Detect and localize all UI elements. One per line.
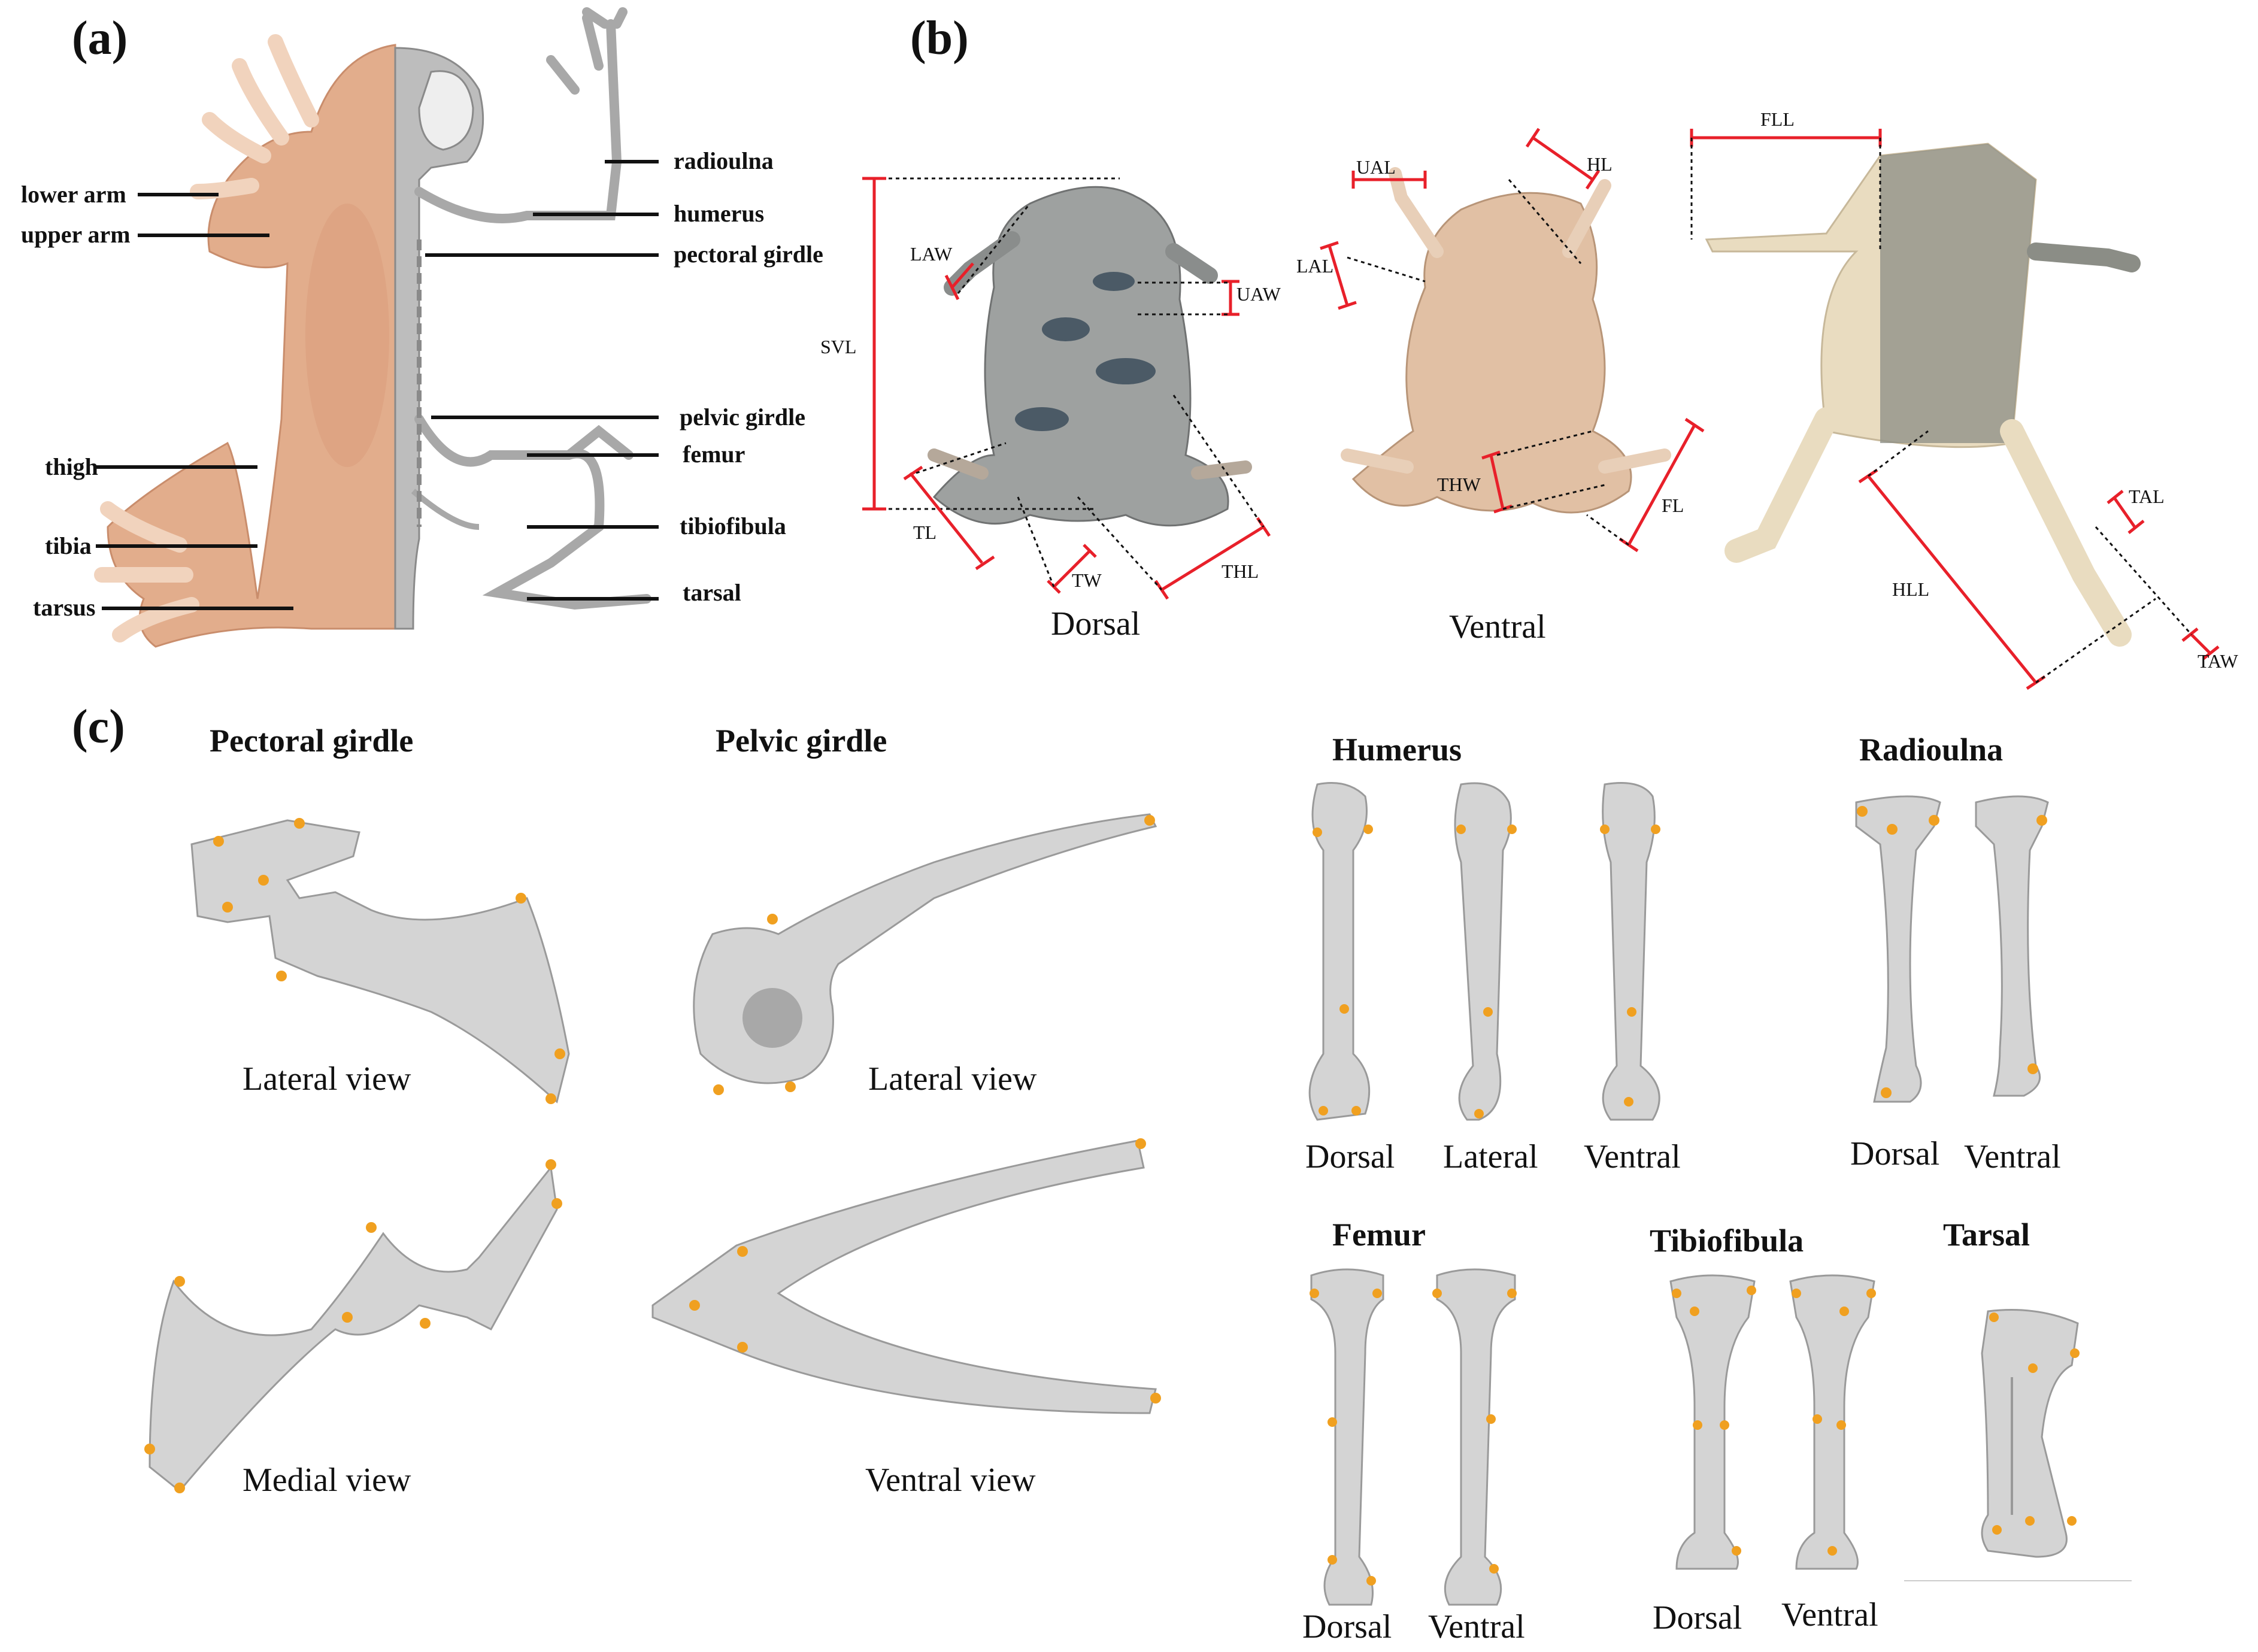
- label-tl: TL: [913, 522, 936, 543]
- label-fll: FLL: [1760, 108, 1795, 130]
- panel-label-a: (a): [72, 12, 128, 65]
- frog-ventral-photo: [1341, 167, 1671, 514]
- radioulna-ventral-caption: Ventral: [1964, 1138, 2061, 1175]
- femur-dorsal-caption: Dorsal: [1302, 1608, 1392, 1645]
- label-thigh: thigh: [45, 453, 98, 480]
- panel-a-left-labels: lower arm upper arm thigh tibia tarsus: [21, 181, 293, 621]
- label-uaw: UAW: [1236, 283, 1281, 305]
- label-ual: UAL: [1356, 156, 1396, 178]
- panel-label-b: (b): [910, 12, 969, 65]
- label-law: LAW: [910, 243, 953, 265]
- ventral-measurements: UAL HL LAL THW FL: [1296, 128, 1705, 553]
- pectoral-girdle-medial: [144, 1159, 562, 1493]
- label-thl: THL: [1222, 560, 1259, 582]
- frog-dorsal-photo: [928, 186, 1252, 527]
- tibiofibula-bones: [1669, 1274, 1876, 1570]
- femur-bones: [1310, 1268, 1517, 1606]
- label-pelvic-girdle: pelvic girdle: [680, 404, 805, 431]
- label-lal: LAL: [1296, 255, 1333, 277]
- limb-measurements: FLL TAL HLL TAW: [1690, 108, 2239, 690]
- label-tal: TAL: [2129, 486, 2165, 507]
- tibiofibula-ventral-caption: Ventral: [1781, 1596, 1878, 1633]
- femur-ventral-caption: Ventral: [1428, 1608, 1525, 1645]
- title-radioulna: Radioulna: [1859, 732, 2003, 768]
- pelvic-girdle-ventral: [651, 1138, 1161, 1414]
- label-upper-arm: upper arm: [21, 221, 131, 248]
- humerus-dorsal-caption: Dorsal: [1305, 1138, 1395, 1175]
- pectoral-lateral-caption: Lateral view: [243, 1060, 411, 1098]
- label-tarsus: tarsus: [33, 594, 95, 621]
- label-tw: TW: [1072, 569, 1102, 591]
- caption-ventral: Ventral: [1449, 608, 1546, 645]
- pelvic-ventral-caption: Ventral view: [865, 1462, 1036, 1499]
- pectoral-girdle-lateral: [190, 818, 570, 1104]
- label-humerus: humerus: [674, 200, 764, 227]
- label-pectoral-girdle: pectoral girdle: [674, 241, 823, 268]
- title-tarsal: Tarsal: [1943, 1217, 2030, 1253]
- humerus-ventral-caption: Ventral: [1584, 1138, 1681, 1175]
- panel-a-right-labels: radioulna humerus pectoral girdle pelvic…: [425, 147, 823, 606]
- frog-limbs-photo: [1705, 143, 2141, 647]
- title-femur: Femur: [1332, 1217, 1426, 1253]
- dorsal-measurements: SVL LAW UAW TL TW THL: [820, 177, 1281, 600]
- humerus-lateral-caption: Lateral: [1443, 1138, 1538, 1175]
- caption-dorsal: Dorsal: [1051, 605, 1140, 642]
- label-tarsal: tarsal: [683, 579, 741, 606]
- humerus-bones: [1308, 782, 1660, 1121]
- panel-label-c: (c): [72, 701, 125, 753]
- label-hl: HL: [1587, 153, 1613, 175]
- pectoral-medial-caption: Medial view: [243, 1462, 411, 1499]
- label-fl: FL: [1662, 495, 1684, 516]
- pelvic-girdle-lateral: [693, 813, 1157, 1095]
- label-hll: HLL: [1892, 578, 1929, 600]
- title-humerus: Humerus: [1332, 732, 1462, 768]
- tibiofibula-dorsal-caption: Dorsal: [1653, 1599, 1742, 1636]
- frog-photo-left-half: [94, 34, 396, 648]
- title-pectoral-girdle: Pectoral girdle: [210, 723, 413, 759]
- label-radioulna: radioulna: [674, 147, 774, 174]
- label-taw: TAW: [2198, 650, 2239, 672]
- label-tibia: tibia: [45, 532, 92, 559]
- tarsal-bone: [1981, 1309, 2080, 1558]
- radioulna-bones: [1855, 795, 2049, 1103]
- radioulna-dorsal-caption: Dorsal: [1850, 1135, 1939, 1172]
- frog-skeleton-right-half: [394, 7, 651, 630]
- label-femur: femur: [683, 441, 745, 468]
- label-tibiofibula: tibiofibula: [680, 513, 786, 539]
- label-svl: SVL: [820, 336, 856, 357]
- pelvic-lateral-caption: Lateral view: [868, 1060, 1037, 1098]
- label-lower-arm: lower arm: [21, 181, 126, 208]
- title-pelvic-girdle: Pelvic girdle: [716, 723, 887, 759]
- title-tibiofibula: Tibiofibula: [1650, 1223, 1804, 1259]
- label-thw: THW: [1437, 474, 1481, 495]
